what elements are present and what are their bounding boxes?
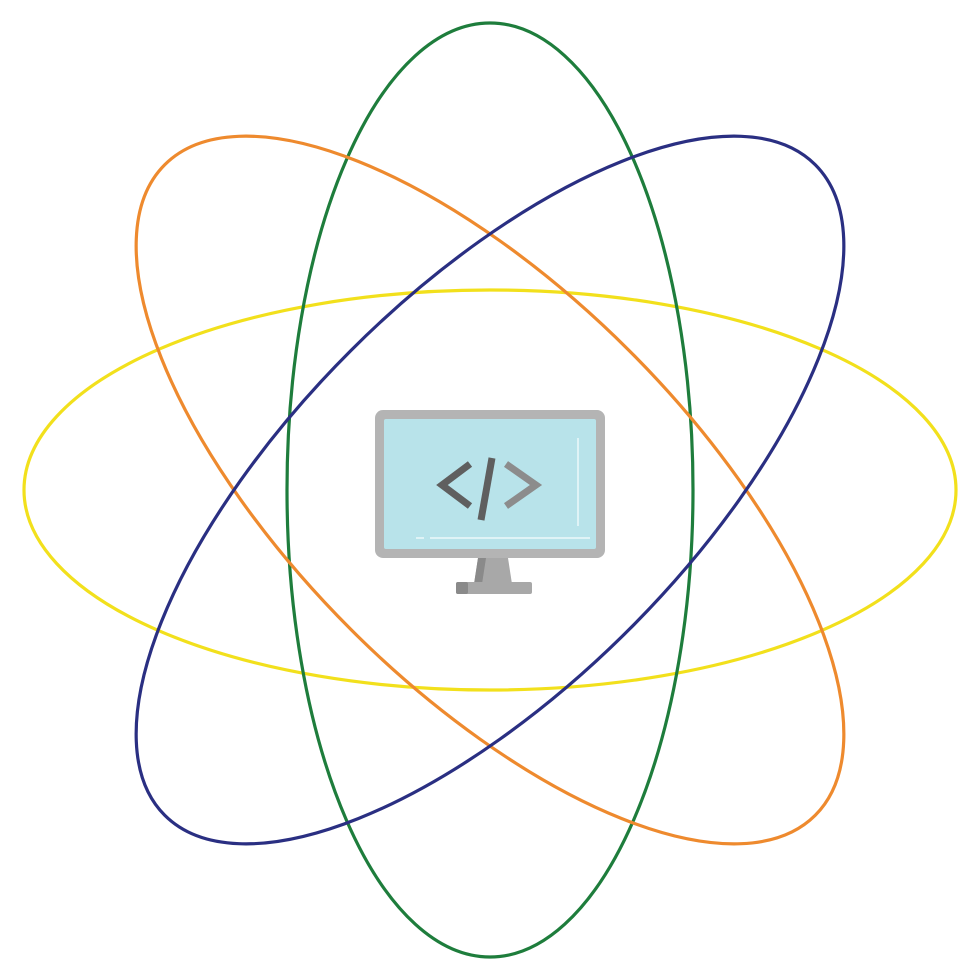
monitor-stand-base [456,582,532,594]
right-angle-bracket [503,461,543,509]
orbits-group [22,21,958,959]
monitor-stand-neck-shadow [474,558,486,584]
navy-orbit [134,134,846,846]
orange-orbit [134,134,846,846]
code-brackets-icon [436,457,543,521]
left-angle-bracket [436,461,473,509]
code-monitor-icon [375,410,605,594]
monitor-stand-base-shadow [456,582,468,594]
yellow-orbit [22,288,958,692]
green-orbit [285,21,695,959]
slash [477,457,496,521]
